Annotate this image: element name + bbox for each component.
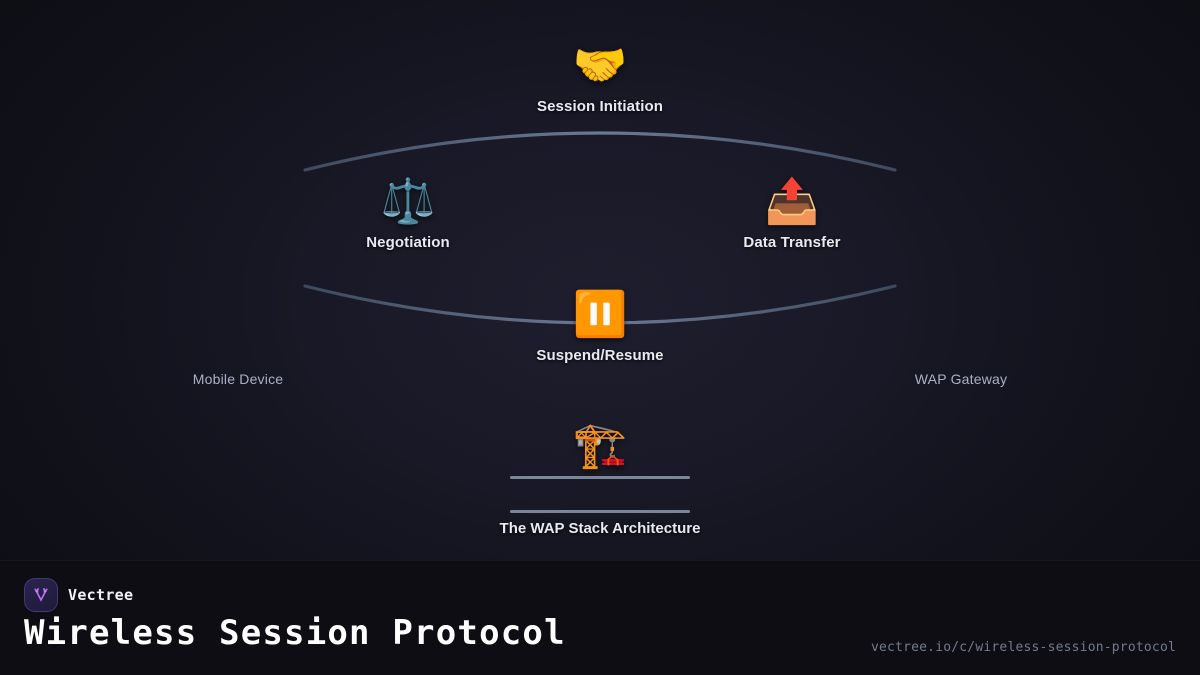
node-label-session-initiation: Session Initiation [537, 98, 663, 115]
node-label-data-transfer: Data Transfer [743, 234, 841, 251]
arc-upper [303, 131, 897, 172]
vectree-v-logo-icon [24, 578, 58, 612]
endpoint-label-mobile-device: Mobile Device [192, 371, 284, 387]
outbox-tray-icon: 📤 [764, 177, 820, 226]
handshake-icon: 🤝 [572, 41, 628, 90]
wap-stack-block[interactable]: 🏗️ The WAP Stack Architecture [440, 420, 760, 537]
page-title: Wireless Session Protocol [24, 613, 566, 653]
construction-crane-icon: 🏗️ [572, 421, 628, 470]
node-session-initiation[interactable]: 🤝 Session Initiation [537, 40, 663, 115]
pause-button-icon: ⏸️ [572, 290, 628, 339]
brand-name: Vectree [68, 586, 134, 604]
node-suspend-resume[interactable]: ⏸️ Suspend/Resume [536, 289, 663, 364]
node-label-suspend-resume: Suspend/Resume [536, 347, 664, 364]
node-negotiation[interactable]: ⚖️ Negotiation [366, 176, 450, 251]
brand-row[interactable]: Vectree [24, 578, 133, 612]
stack-layer-line-1 [510, 476, 690, 479]
balance-scale-icon: ⚖️ [380, 177, 436, 226]
node-label-negotiation: Negotiation [366, 234, 450, 251]
footer-url: vectree.io/c/wireless-session-protocol [870, 640, 1176, 655]
stack-layer-line-2 [510, 510, 690, 513]
endpoint-label-wap-gateway: WAP Gateway [914, 371, 1008, 387]
footer-bar: Vectree Wireless Session Protocol vectre… [0, 560, 1200, 675]
node-data-transfer[interactable]: 📤 Data Transfer [743, 176, 840, 251]
stack-label: The WAP Stack Architecture [499, 520, 701, 537]
